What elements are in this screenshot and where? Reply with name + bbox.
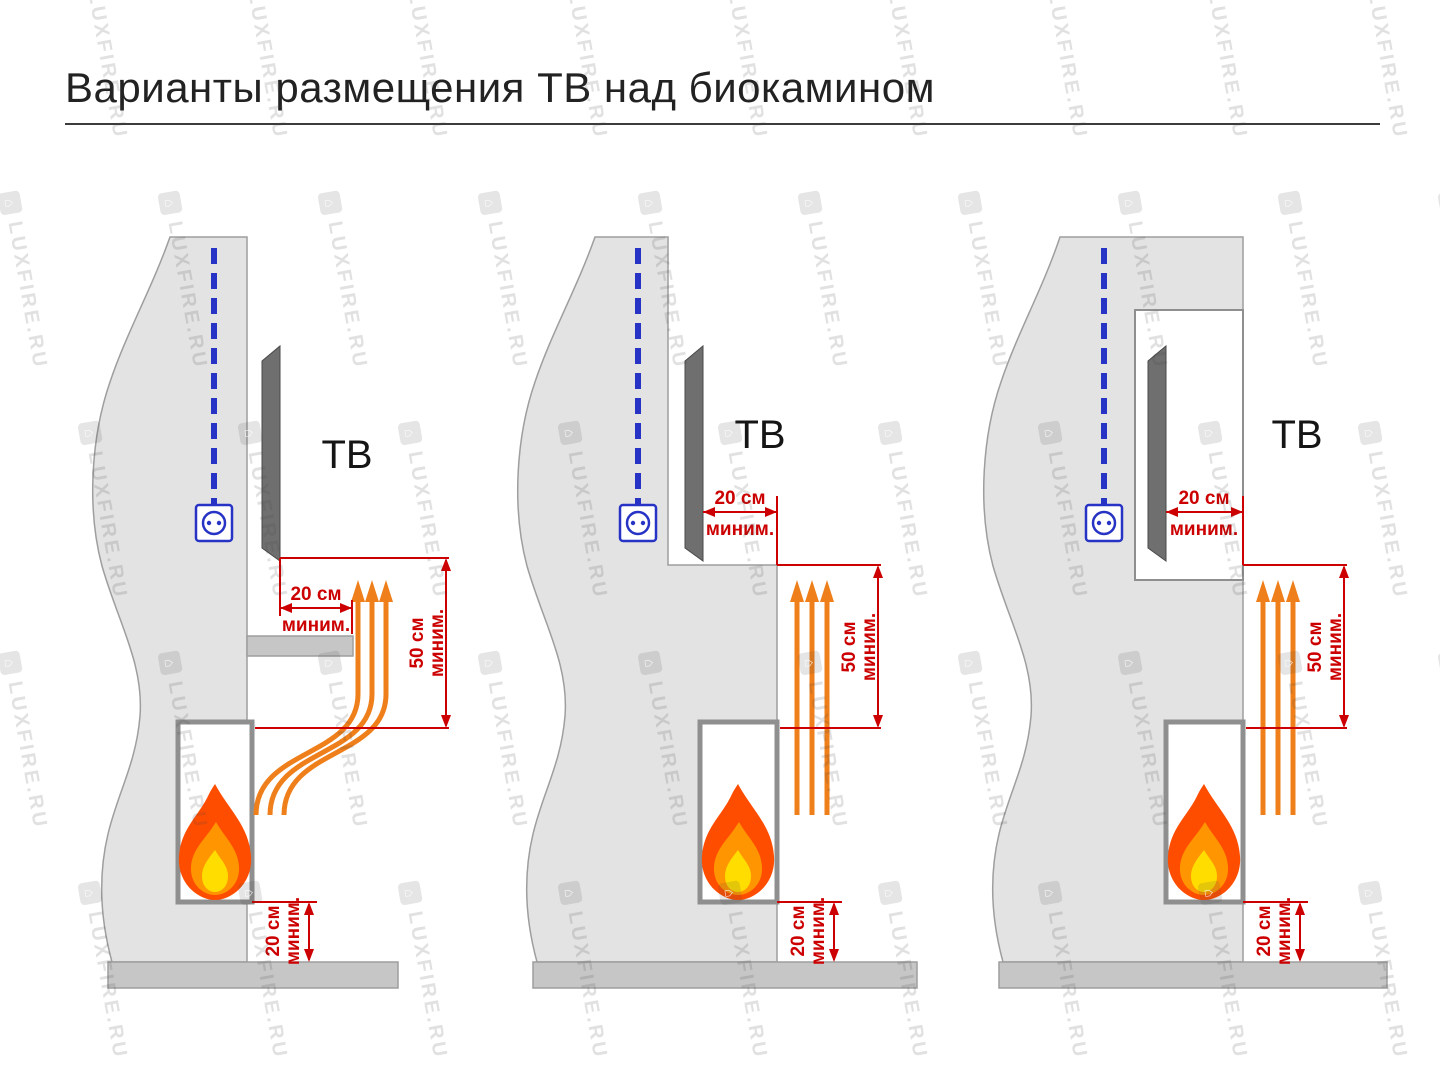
dimension-top-gap: 20 см миним. [1166, 488, 1244, 565]
svg-text:миним.: миним. [282, 615, 350, 636]
fireplace [175, 719, 255, 905]
svg-text:миним.: миним. [1170, 519, 1238, 540]
svg-text:50 см: 50 см [1305, 621, 1326, 672]
floor-slab [998, 961, 1388, 989]
floor-slab [532, 961, 918, 989]
dimension-top-gap: 20 см миним. [703, 488, 778, 565]
fireplace [697, 719, 780, 905]
svg-text:миним.: миним. [283, 897, 304, 965]
variant-2: ТВ 20 см миним. [517, 236, 918, 989]
power-socket-icon [1084, 503, 1124, 543]
tv-side-view [1147, 344, 1167, 562]
svg-text:20 см: 20 см [714, 488, 765, 509]
svg-text:50 см: 50 см [839, 621, 860, 672]
page-title: Варианты размещения ТВ над биокамином [65, 64, 935, 111]
variant-1: ТВ 20 см миним. [92, 236, 451, 989]
fireplace [1163, 719, 1246, 905]
tv-side-view [684, 344, 704, 562]
svg-text:20 см: 20 см [290, 584, 341, 605]
tv-side-view [261, 344, 281, 562]
dimension-side-gap: 50 см миним. [1243, 564, 1349, 729]
heat-arrows [253, 580, 393, 816]
svg-text:50 см: 50 см [407, 617, 428, 668]
floor-slab [107, 961, 399, 989]
dimension-bottom-gap: 20 см миним. [252, 897, 317, 965]
variant-3: ТВ 20 см миним. [983, 236, 1388, 989]
svg-text:миним.: миним. [1274, 897, 1295, 965]
tv-label: ТВ [734, 413, 785, 457]
dimension-bottom-gap: 20 см миним. [777, 897, 842, 965]
svg-text:миним.: миним. [706, 519, 774, 540]
tv-label: ТВ [321, 433, 372, 477]
dimension-side-gap: 50 см миним. [777, 564, 883, 729]
power-socket-icon [618, 503, 658, 543]
dimension-top-gap: 20 см миним. [279, 558, 353, 636]
dimension-side-gap: 50 см миним. [255, 557, 451, 729]
svg-text:миним.: миним. [808, 897, 829, 965]
protective-shelf [246, 635, 354, 657]
title-underline [65, 123, 1380, 125]
svg-text:20 см: 20 см [1254, 905, 1275, 956]
power-socket-icon [194, 503, 234, 543]
svg-text:миним.: миним. [859, 613, 880, 681]
svg-text:20 см: 20 см [788, 905, 809, 956]
dimension-bottom-gap: 20 см миним. [1243, 897, 1308, 965]
svg-text:миним.: миним. [1325, 613, 1346, 681]
tv-label: ТВ [1271, 413, 1322, 457]
heat-arrows [1256, 580, 1300, 815]
svg-text:20 см: 20 см [263, 905, 284, 956]
svg-text:20 см: 20 см [1178, 488, 1229, 509]
heat-arrows [790, 580, 834, 815]
svg-text:миним.: миним. [427, 609, 448, 677]
